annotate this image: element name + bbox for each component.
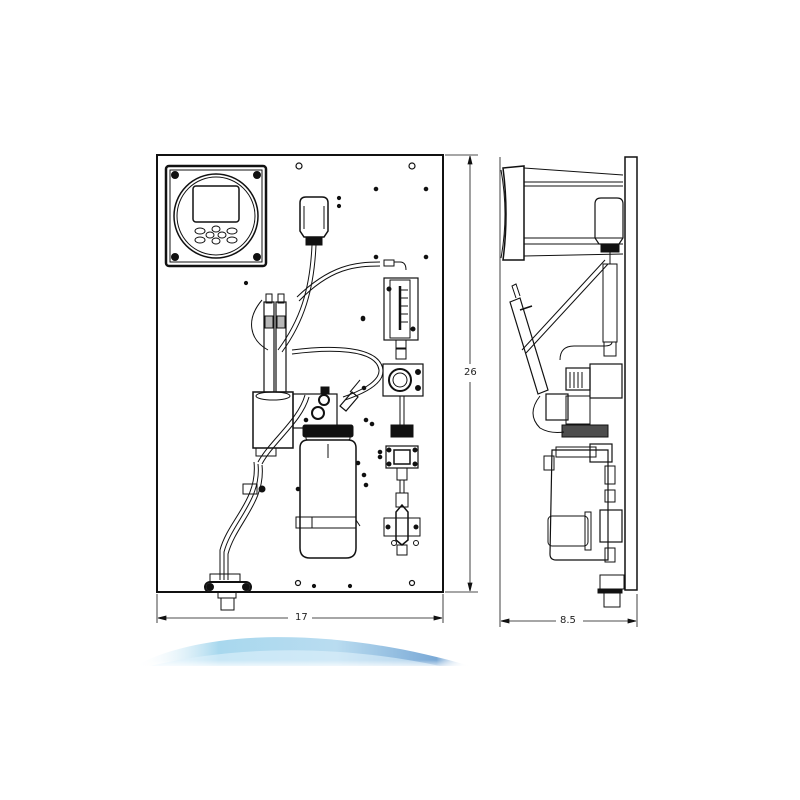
tube-clip <box>242 483 258 495</box>
side-depth-dimension <box>499 157 638 627</box>
front-width-label: 17 <box>292 612 311 624</box>
front-panel <box>156 154 444 593</box>
side-panel <box>624 156 638 591</box>
front-width-dimension <box>156 594 444 623</box>
controller-unit <box>164 164 268 268</box>
side-view <box>500 156 638 608</box>
drain-fitting <box>204 573 252 611</box>
mounting-holes <box>243 162 429 589</box>
top-bottle <box>299 196 329 246</box>
sensor-assembly <box>252 293 361 457</box>
flow-meter <box>383 259 419 360</box>
regulator <box>382 363 424 425</box>
front-view <box>156 154 444 611</box>
valve-block <box>385 424 419 508</box>
side-depth-label: 8.5 <box>557 615 579 627</box>
front-height-label: 26 <box>461 367 480 379</box>
tubing <box>219 244 384 580</box>
decorative-swoosh <box>130 637 480 668</box>
needle-valve <box>383 503 421 556</box>
reagent-bottle <box>295 424 361 559</box>
front-height-dimension <box>445 154 478 593</box>
